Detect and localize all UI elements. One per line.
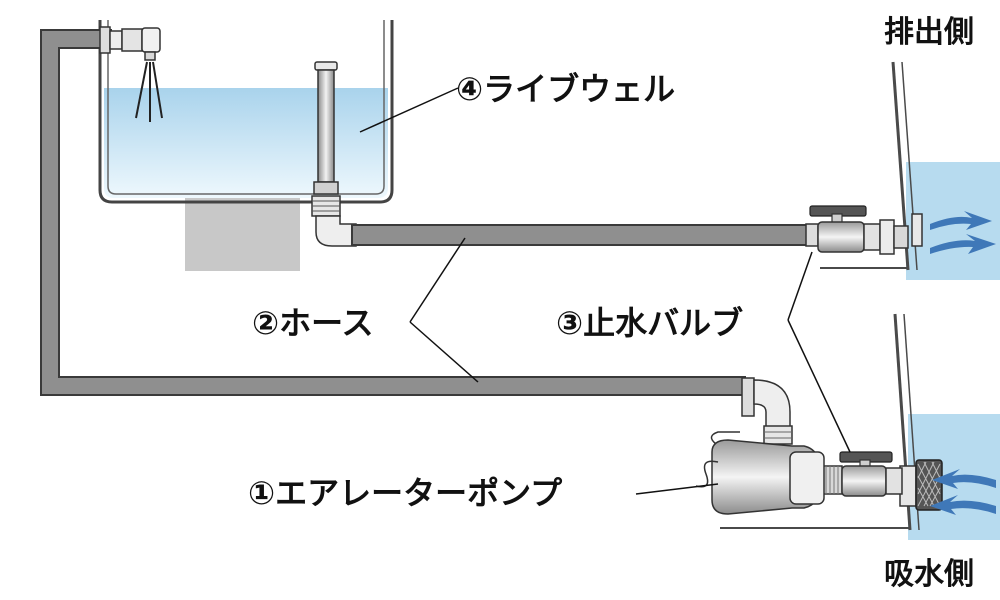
livewell-support — [185, 196, 300, 271]
ball-valve-icon-intake — [821, 451, 903, 497]
ball-valve-icon-discharge — [805, 205, 909, 255]
label-pump: ①エアレーターポンプ — [248, 474, 563, 512]
leader-lines — [359, 87, 851, 495]
spray-nozzle-icon — [99, 26, 163, 122]
livewell-tank — [98, 20, 394, 204]
flow-arrow-icon-outflow — [930, 211, 996, 254]
label-livewell: ④ライブウェル — [456, 70, 675, 108]
standpipe — [311, 61, 357, 247]
label-valve: ③止水バルブ — [556, 304, 743, 342]
intake-strainer — [899, 459, 943, 511]
upper-hose — [351, 224, 811, 246]
flow-arrow-icon-inflow — [930, 469, 996, 515]
label-intake-side: 吸水側 — [884, 557, 974, 592]
label-discharge-side: 排出側 — [884, 15, 974, 50]
pump-icon — [695, 377, 825, 515]
label-hose: ②ホース — [252, 304, 374, 342]
